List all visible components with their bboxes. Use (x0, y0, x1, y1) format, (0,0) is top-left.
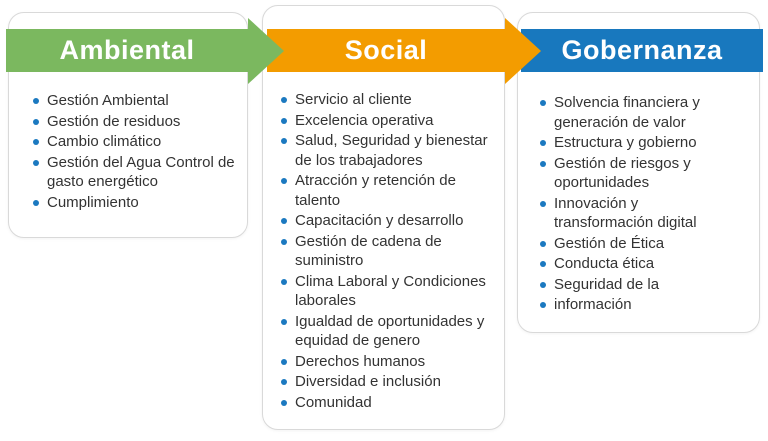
arrow-right-icon (248, 17, 284, 84)
list-item: Cumplimiento (33, 193, 247, 213)
list-item-label: Diversidad e inclusión (295, 373, 441, 390)
arrow-right-icon (505, 17, 541, 84)
topic-list-social: Servicio al cliente Excelencia operativa… (263, 90, 504, 413)
bullet-icon (540, 160, 546, 167)
bullet-icon (281, 97, 287, 103)
list-item: Gestión del Agua Control de gasto energé… (33, 153, 247, 192)
list-item-label: información (554, 296, 632, 313)
banner-gobernanza: Gobernanza (521, 29, 763, 72)
topic-list-ambiental: Gestión Ambiental Gestión de residuos Ca… (9, 91, 247, 213)
list-item: Excelencia operativa (281, 111, 504, 131)
bullet-icon (540, 281, 546, 288)
list-item-label: Gestión de residuos (47, 112, 181, 130)
list-item: Seguridad de la (540, 275, 759, 295)
list-item: Gestión Ambiental (33, 91, 247, 111)
bullet-icon (33, 159, 39, 166)
list-item-label: Cambio climático (47, 133, 162, 150)
bullet-icon (281, 238, 287, 245)
list-item-label: Seguridad de la (554, 275, 660, 293)
bullet-icon (33, 118, 39, 125)
bullet-icon (281, 318, 287, 325)
bullet-icon (540, 240, 546, 247)
list-item-label: Conducta ética (554, 255, 655, 272)
list-item-label: Cumplimiento (47, 193, 139, 211)
banner-gobernanza-label: Gobernanza (561, 35, 723, 65)
card-social: Servicio al cliente Excelencia operativa… (262, 5, 505, 430)
list-item-label: Comunidad (295, 393, 372, 411)
list-item-label: Gestión de cadena de suministro (295, 232, 442, 270)
bullet-icon (281, 379, 287, 385)
list-item-label: Derechos humanos (295, 352, 426, 370)
list-item: Clima Laboral y Condiciones laborales (281, 272, 504, 311)
bullet-icon (281, 117, 287, 124)
bullet-icon (281, 218, 287, 224)
list-item: Servicio al cliente (281, 90, 504, 110)
bullet-icon (281, 138, 287, 144)
list-item-label: Servicio al cliente (295, 91, 412, 108)
bullet-icon (540, 140, 546, 146)
bullet-icon (540, 261, 546, 267)
list-item-label: Solvencia financiera y generación de val… (554, 94, 700, 131)
list-item-label: Innovación y transformación digital (554, 194, 697, 232)
banner-ambiental: Ambiental (6, 17, 284, 84)
list-item: información (540, 295, 759, 315)
bullet-icon (281, 358, 287, 365)
topic-list-gobernanza: Solvencia financiera y generación de val… (518, 93, 759, 316)
list-item: Conducta ética (540, 254, 759, 274)
list-item: Gestión de Ética (540, 234, 759, 254)
list-item: Gestión de riesgos y oportunidades (540, 154, 759, 193)
list-item: Cambio climático (33, 132, 247, 152)
list-item-label: Gestión de Ética (554, 234, 665, 252)
list-item: Atracción y retención de talento (281, 171, 504, 210)
banner-social: Social (267, 17, 541, 84)
bullet-icon (33, 199, 39, 206)
list-item: Diversidad e inclusión (281, 372, 504, 392)
list-item: Innovación y transformación digital (540, 194, 759, 233)
list-item: Comunidad (281, 393, 504, 413)
list-item-label: Clima Laboral y Condiciones laborales (295, 272, 486, 310)
list-item-label: Excelencia operativa (295, 111, 434, 129)
bullet-icon (281, 278, 287, 285)
list-item-label: Atracción y retención de talento (295, 172, 456, 209)
bullet-icon (540, 100, 546, 106)
bullet-icon (540, 200, 546, 207)
banner-ambiental-label: Ambiental (59, 35, 195, 65)
bullet-icon (33, 139, 39, 145)
bullet-icon (281, 178, 287, 184)
list-item: Igualdad de oportunidades y equidad de g… (281, 312, 504, 351)
list-item: Gestión de residuos (33, 112, 247, 132)
list-item-label: Estructura y gobierno (554, 134, 697, 151)
list-item: Solvencia financiera y generación de val… (540, 93, 759, 132)
list-item: Derechos humanos (281, 352, 504, 372)
list-item-label: Gestión Ambiental (47, 92, 169, 109)
list-item: Salud, Seguridad y bienestar de los trab… (281, 131, 504, 170)
list-item-label: Capacitación y desarrollo (295, 212, 464, 229)
list-item: Gestión de cadena de suministro (281, 232, 504, 271)
bullet-icon (33, 98, 39, 104)
bullet-icon (540, 302, 546, 308)
list-item-label: Igualdad de oportunidades y equidad de g… (295, 312, 485, 350)
banner-social-label: Social (344, 35, 428, 65)
list-item-label: Salud, Seguridad y bienestar de los trab… (295, 132, 488, 169)
list-item-label: Gestión del Agua Control de gasto energé… (47, 153, 235, 191)
list-item: Capacitación y desarrollo (281, 211, 504, 231)
list-item: Estructura y gobierno (540, 133, 759, 153)
bullet-icon (281, 399, 287, 406)
list-item-label: Gestión de riesgos y oportunidades (554, 154, 691, 192)
